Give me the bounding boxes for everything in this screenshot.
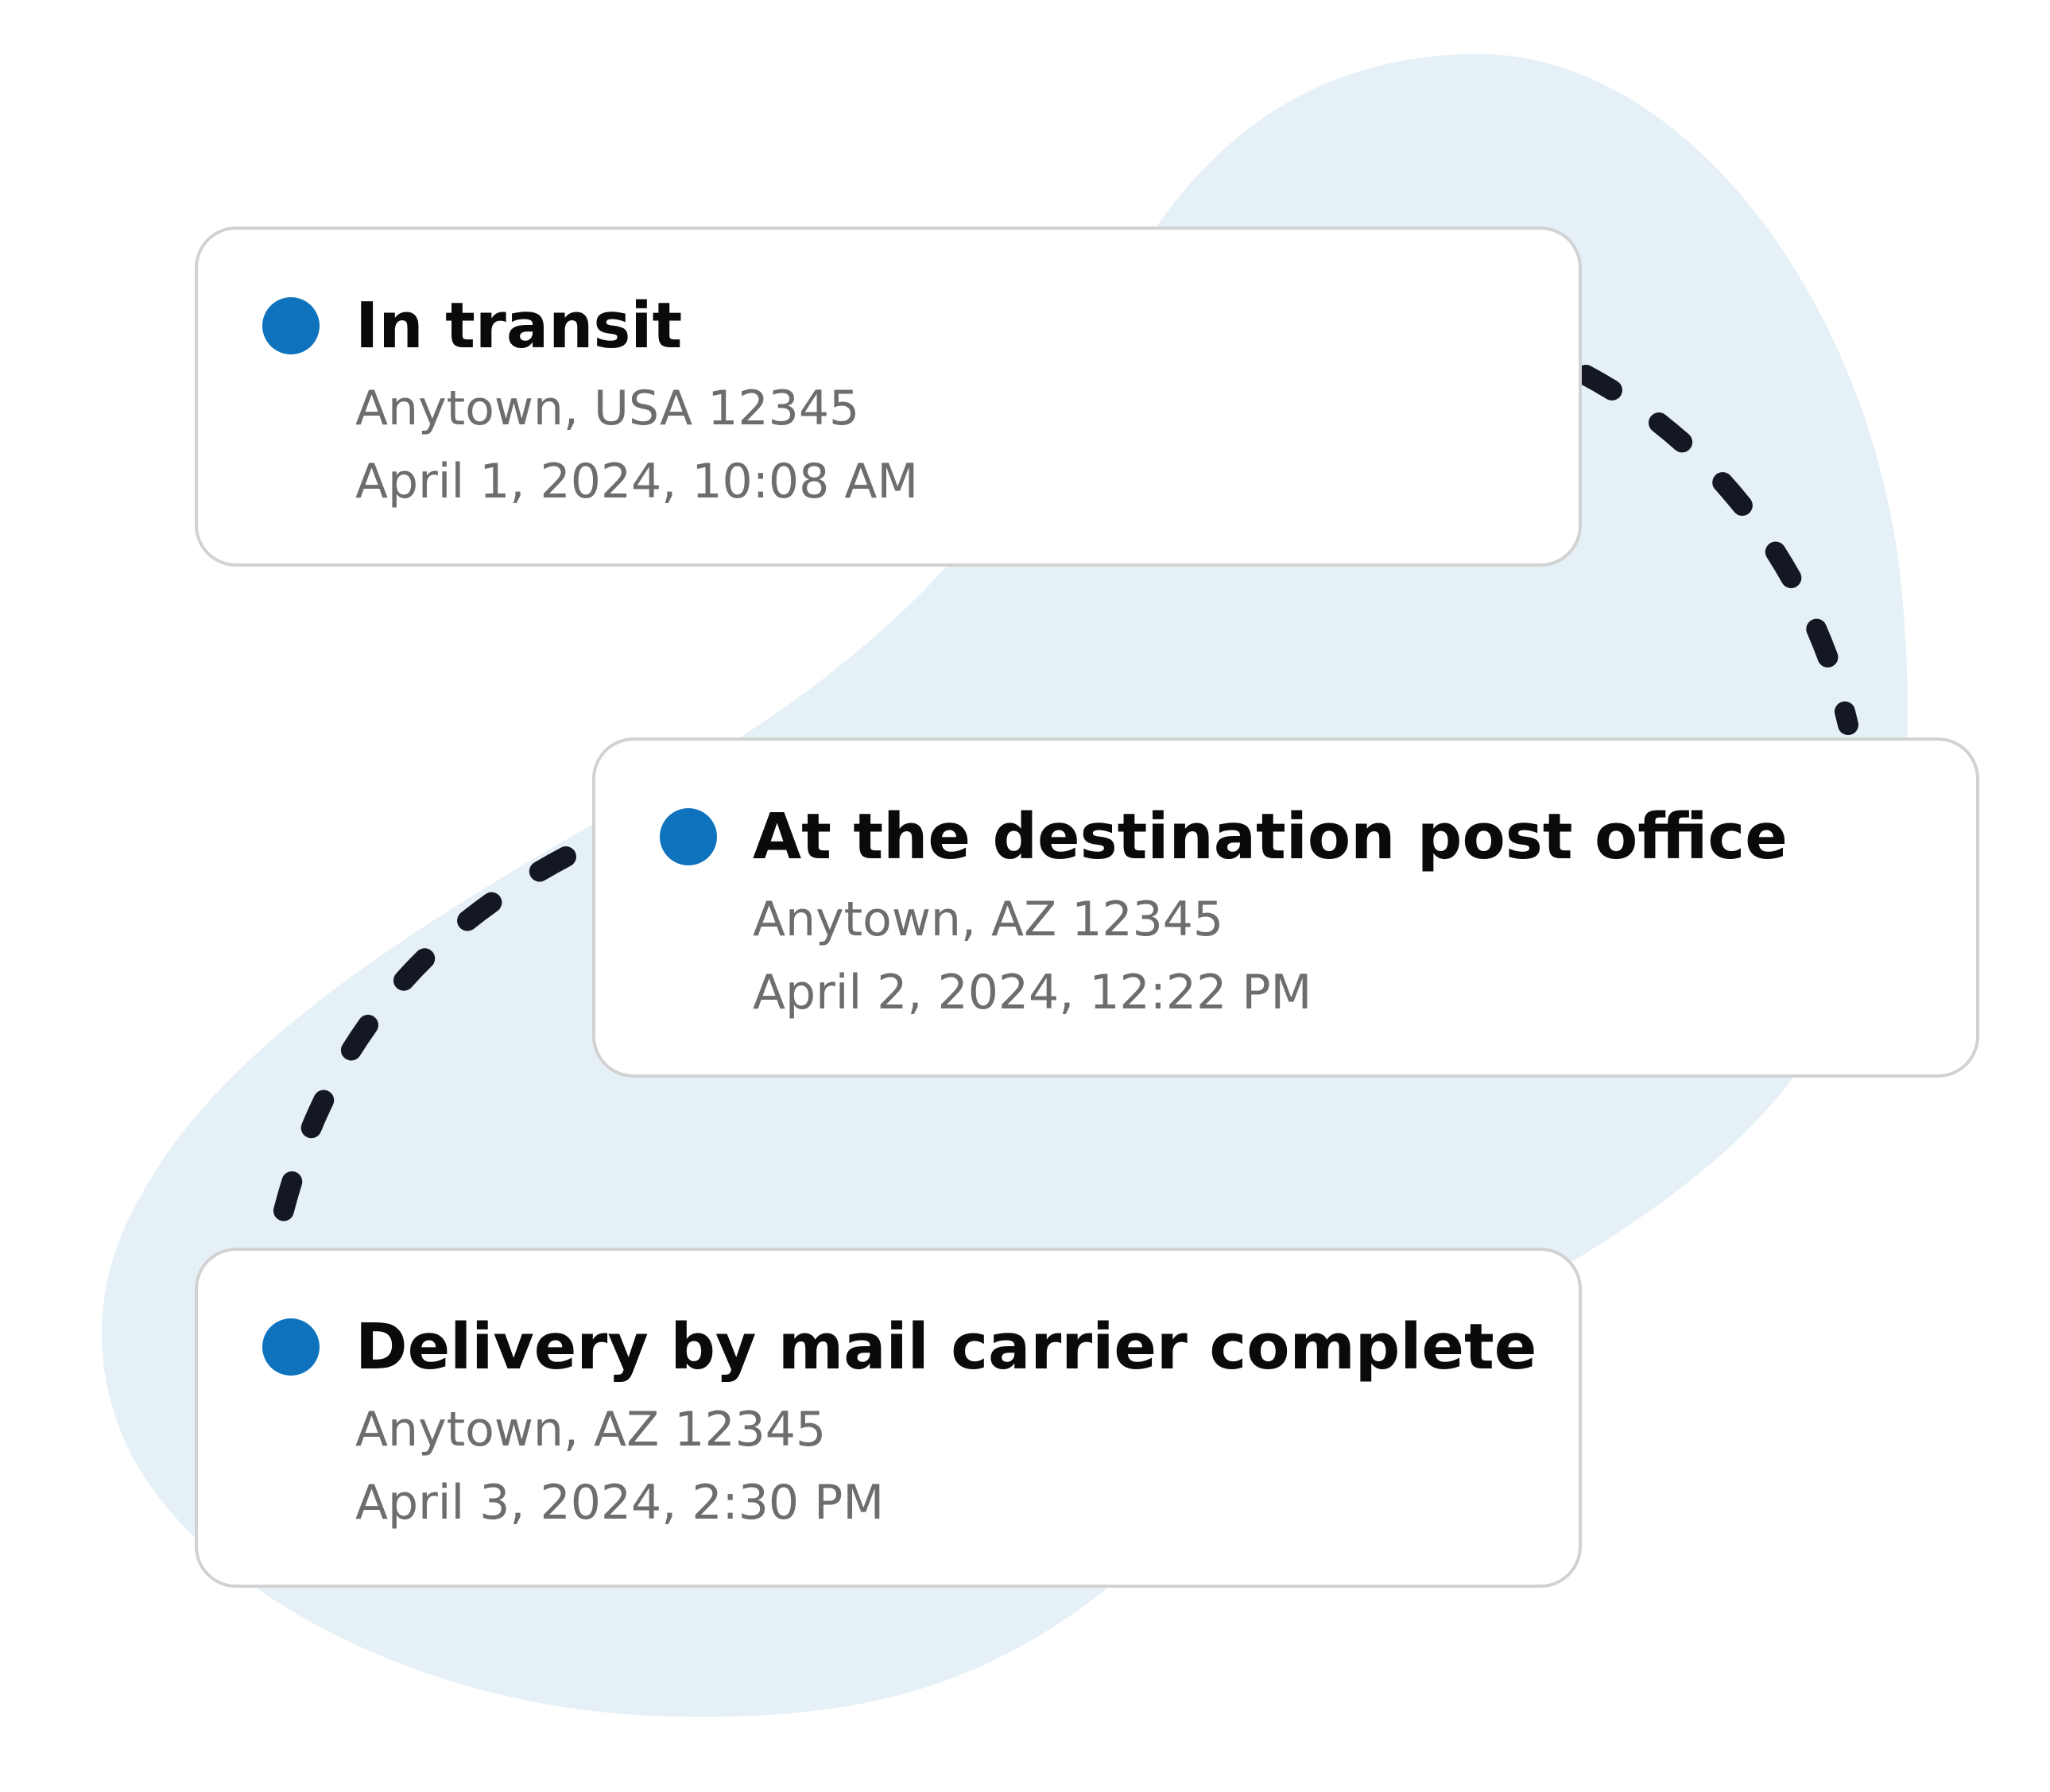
event-location: Anytown, AZ 12345 bbox=[355, 1402, 827, 1457]
event-datetime: April 2, 2024, 12:22 PM bbox=[753, 965, 1312, 1020]
event-datetime: April 3, 2024, 2:30 PM bbox=[355, 1475, 885, 1531]
timeline-event-card-1: In transit Anytown, USA 12345 April 1, 2… bbox=[195, 226, 1582, 567]
timeline-event-card-3: Delivery by mail carrier complete Anytow… bbox=[195, 1248, 1582, 1588]
timeline-event-card-2: At the destination post office Anytown, … bbox=[592, 737, 1979, 1078]
status-dot-icon bbox=[660, 808, 717, 865]
connector-upper-dashed bbox=[1575, 365, 1858, 735]
event-location: Anytown, USA 12345 bbox=[355, 381, 860, 436]
status-dot-icon bbox=[262, 297, 320, 354]
event-datetime: April 1, 2024, 10:08 AM bbox=[355, 454, 919, 509]
event-status-title: At the destination post office bbox=[753, 800, 1788, 873]
event-location: Anytown, AZ 12345 bbox=[753, 892, 1224, 947]
event-status-title: In transit bbox=[355, 289, 683, 362]
event-status-title: Delivery by mail carrier complete bbox=[355, 1310, 1537, 1384]
status-dot-icon bbox=[262, 1318, 320, 1376]
